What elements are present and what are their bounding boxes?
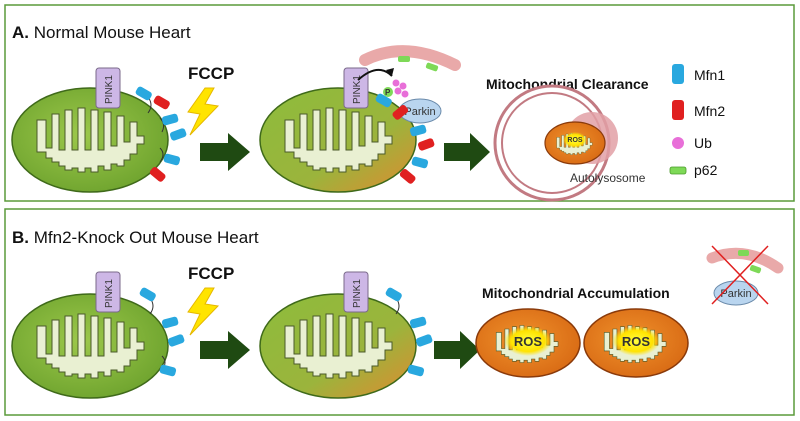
- svg-text:PINK1: PINK1: [104, 75, 115, 104]
- clearance-heading: Mitochondrial Clearance: [486, 76, 649, 92]
- legend-p62-swatch: [669, 166, 687, 175]
- mitochondrion-healthy: [11, 87, 169, 193]
- phospho-label: P: [385, 88, 391, 97]
- mitochondrion-depolarized-b: [259, 293, 417, 399]
- ros-label: ROS: [514, 334, 543, 349]
- parkin-protein: Parkin: [398, 98, 442, 124]
- fccp-label-b: FCCP: [188, 264, 234, 283]
- p62-marker: [425, 62, 439, 72]
- arrow-right-icon: [200, 133, 250, 171]
- svg-text:Parkin: Parkin: [404, 106, 435, 118]
- lightning-icon: [187, 87, 220, 136]
- mitochondrion-depolarized: [259, 87, 417, 193]
- pink1-protein-a2: PINK1: [343, 67, 369, 109]
- legend-mfn2-label: Mfn2: [694, 103, 725, 119]
- absent-parkin-complex: Parkin: [706, 245, 784, 306]
- legend: Mfn1 Mfn2 Ub p62: [669, 64, 725, 178]
- phagophore-membrane: [359, 45, 461, 71]
- ros-mitochondrion-2: ROS: [583, 308, 689, 378]
- panel-a-border: [4, 4, 795, 202]
- mfn-proteins-a2: [375, 93, 435, 184]
- panel-a-title: A. Normal Mouse Heart: [12, 23, 191, 42]
- fccp-label-a: FCCP: [188, 64, 234, 83]
- mfn1-proteins-b1: [139, 287, 185, 377]
- svg-text:PINK1: PINK1: [352, 75, 363, 104]
- legend-mfn1-label: Mfn1: [694, 67, 725, 83]
- ubiquitin-cluster: [392, 79, 409, 98]
- legend-mfn1-swatch: [672, 64, 684, 84]
- lightning-icon: [187, 287, 220, 336]
- ros-label: ROS: [622, 334, 651, 349]
- mfn-proteins-a1: [135, 86, 187, 182]
- legend-ub-label: Ub: [694, 135, 712, 151]
- legend-ub-swatch: [672, 137, 684, 149]
- legend-p62-label: p62: [694, 162, 718, 178]
- phospho-marker: [383, 87, 393, 97]
- mfn1-proteins-b2: [385, 287, 433, 377]
- arrow-right-icon: [200, 331, 250, 369]
- accumulation-heading: Mitochondrial Accumulation: [482, 285, 670, 301]
- svg-text:Parkin: Parkin: [720, 288, 751, 300]
- autolysosome-label: Autolysosome: [570, 171, 646, 185]
- svg-text:PINK1: PINK1: [104, 279, 115, 308]
- panel-b-title: B. Mfn2-Knock Out Mouse Heart: [12, 228, 259, 247]
- pink1-protein: PINK1: [95, 67, 121, 109]
- autolysosome: ROS: [493, 84, 618, 202]
- arrow-right-icon: [444, 133, 490, 171]
- svg-text:PINK1: PINK1: [352, 279, 363, 308]
- pink1-protein-b2: PINK1: [343, 271, 369, 313]
- pink1-protein-b1: PINK1: [95, 271, 121, 313]
- ros-label-small: ROS: [567, 137, 583, 144]
- mitochondrion-healthy-b: [11, 293, 169, 399]
- cross-icon: [711, 245, 769, 305]
- panel-b-border: [4, 208, 795, 416]
- arrow-right-icon: [434, 331, 480, 369]
- p62-marker: [398, 56, 410, 62]
- curved-arrow-icon: [357, 69, 393, 81]
- legend-mfn2-swatch: [672, 100, 684, 120]
- ros-mitochondrion-1: ROS: [475, 308, 581, 378]
